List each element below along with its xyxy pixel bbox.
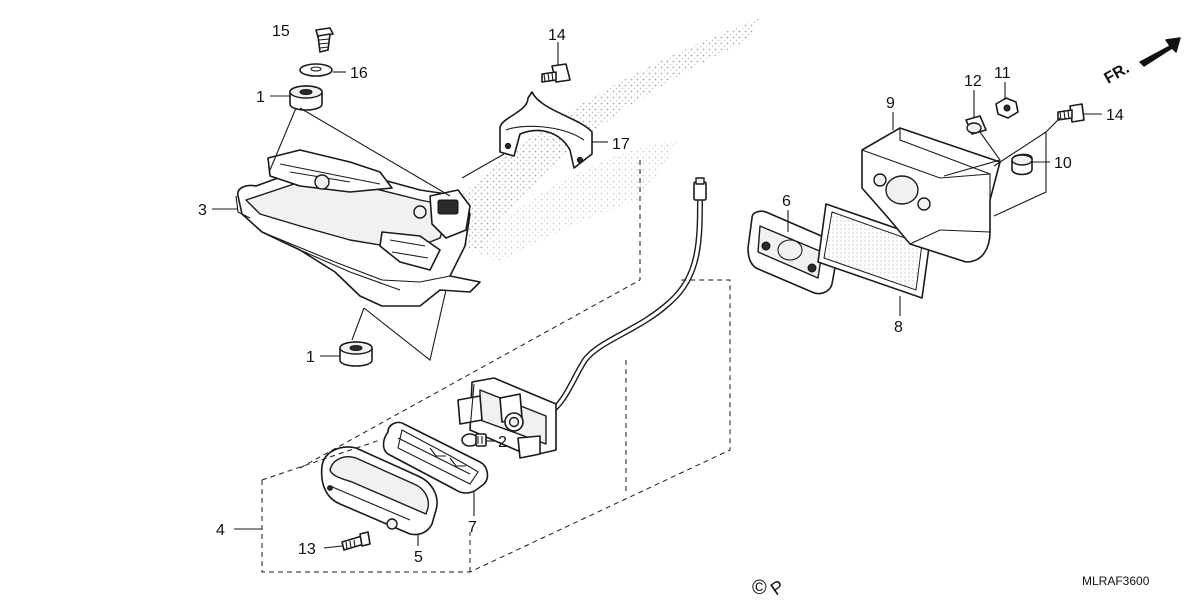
callout-14-right: 14 [1106,107,1124,124]
part-17-bracket[interactable] [499,91,593,169]
part-13-screw[interactable] [341,531,371,551]
callout-7: 7 [468,519,477,536]
front-direction-arrow: FR. [1102,37,1181,88]
part-15-screw[interactable] [315,27,334,53]
part-16-washer[interactable] [299,63,333,77]
callout-13: 13 [298,541,316,558]
callout-10: 10 [1054,155,1072,172]
drawing-code: MLRAF3600 [1082,574,1150,588]
part-8-reflector[interactable] [817,203,931,299]
callout-2: 2 [498,434,507,451]
copyright-watermark: © P [752,576,788,599]
callout-12: 12 [964,73,982,90]
callout-8: 8 [894,319,903,336]
part-1-grommet-lower[interactable] [339,341,373,367]
part-3-tail-light[interactable] [235,149,481,307]
callout-6: 6 [782,193,791,210]
copyright-symbol: © [752,577,767,599]
callout-14-upper: 14 [548,27,566,44]
part-5-lens[interactable] [320,446,438,536]
callout-9: 9 [886,95,895,112]
assembly-group-frame [261,160,731,573]
callout-15: 15 [272,23,290,40]
part-9-reflector-bracket[interactable] [861,127,1001,263]
part-14-bolt-right[interactable] [1057,103,1085,123]
front-indicator-label: FR. [1102,60,1133,88]
callout-5: 5 [414,549,423,566]
callout-11: 11 [994,65,1011,82]
part-6-reflector-gasket[interactable] [747,210,838,295]
part-14-bolt-upper[interactable] [541,63,571,83]
part-12-collar[interactable] [965,115,987,135]
part-10-grommet[interactable] [1011,153,1033,176]
callout-labels: 15 16 1 3 1 14 17 2 7 4 13 5 6 8 9 12 11… [198,23,1124,566]
part-1-grommet-upper[interactable] [289,85,323,111]
wiring-harness[interactable] [545,177,707,417]
watermark-letter: P [767,576,788,599]
callout-17: 17 [612,136,630,153]
callout-4: 4 [216,522,225,539]
callout-16: 16 [350,65,368,82]
callout-1-upper: 1 [256,89,265,106]
leader-lines [212,42,1102,549]
callout-3: 3 [198,202,207,219]
background-shading-lower [470,140,680,262]
part-7-gasket[interactable] [382,421,489,494]
callout-1-lower: 1 [306,349,315,366]
license-light-socket[interactable] [457,377,557,459]
part-2-bulb[interactable] [461,433,487,447]
part-11-nut[interactable] [995,97,1019,119]
